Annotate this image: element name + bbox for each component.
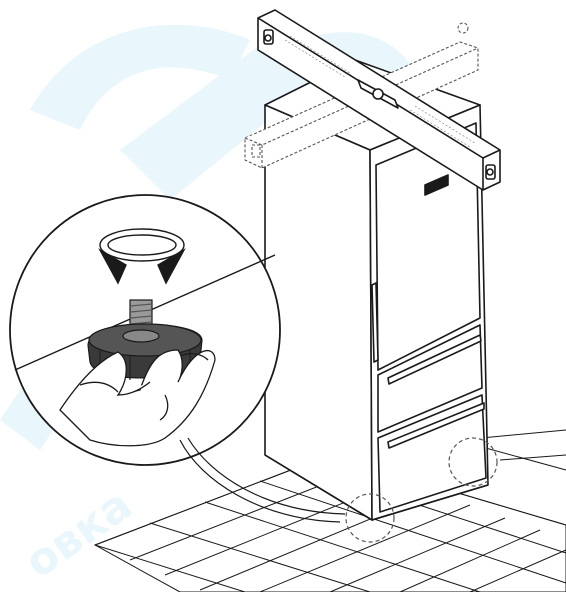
floor-grid xyxy=(93,429,566,592)
rotate-arrows-icon xyxy=(98,228,186,285)
spirit-level xyxy=(257,9,501,191)
foot-highlight-circles xyxy=(345,437,498,543)
drawer-handle-upper xyxy=(387,334,482,385)
leader-line xyxy=(179,439,341,523)
magnified-foot-inset xyxy=(9,194,346,523)
drawer-handle-lower xyxy=(387,402,485,449)
hand xyxy=(59,349,216,447)
watermark-text: овка xyxy=(16,479,142,588)
